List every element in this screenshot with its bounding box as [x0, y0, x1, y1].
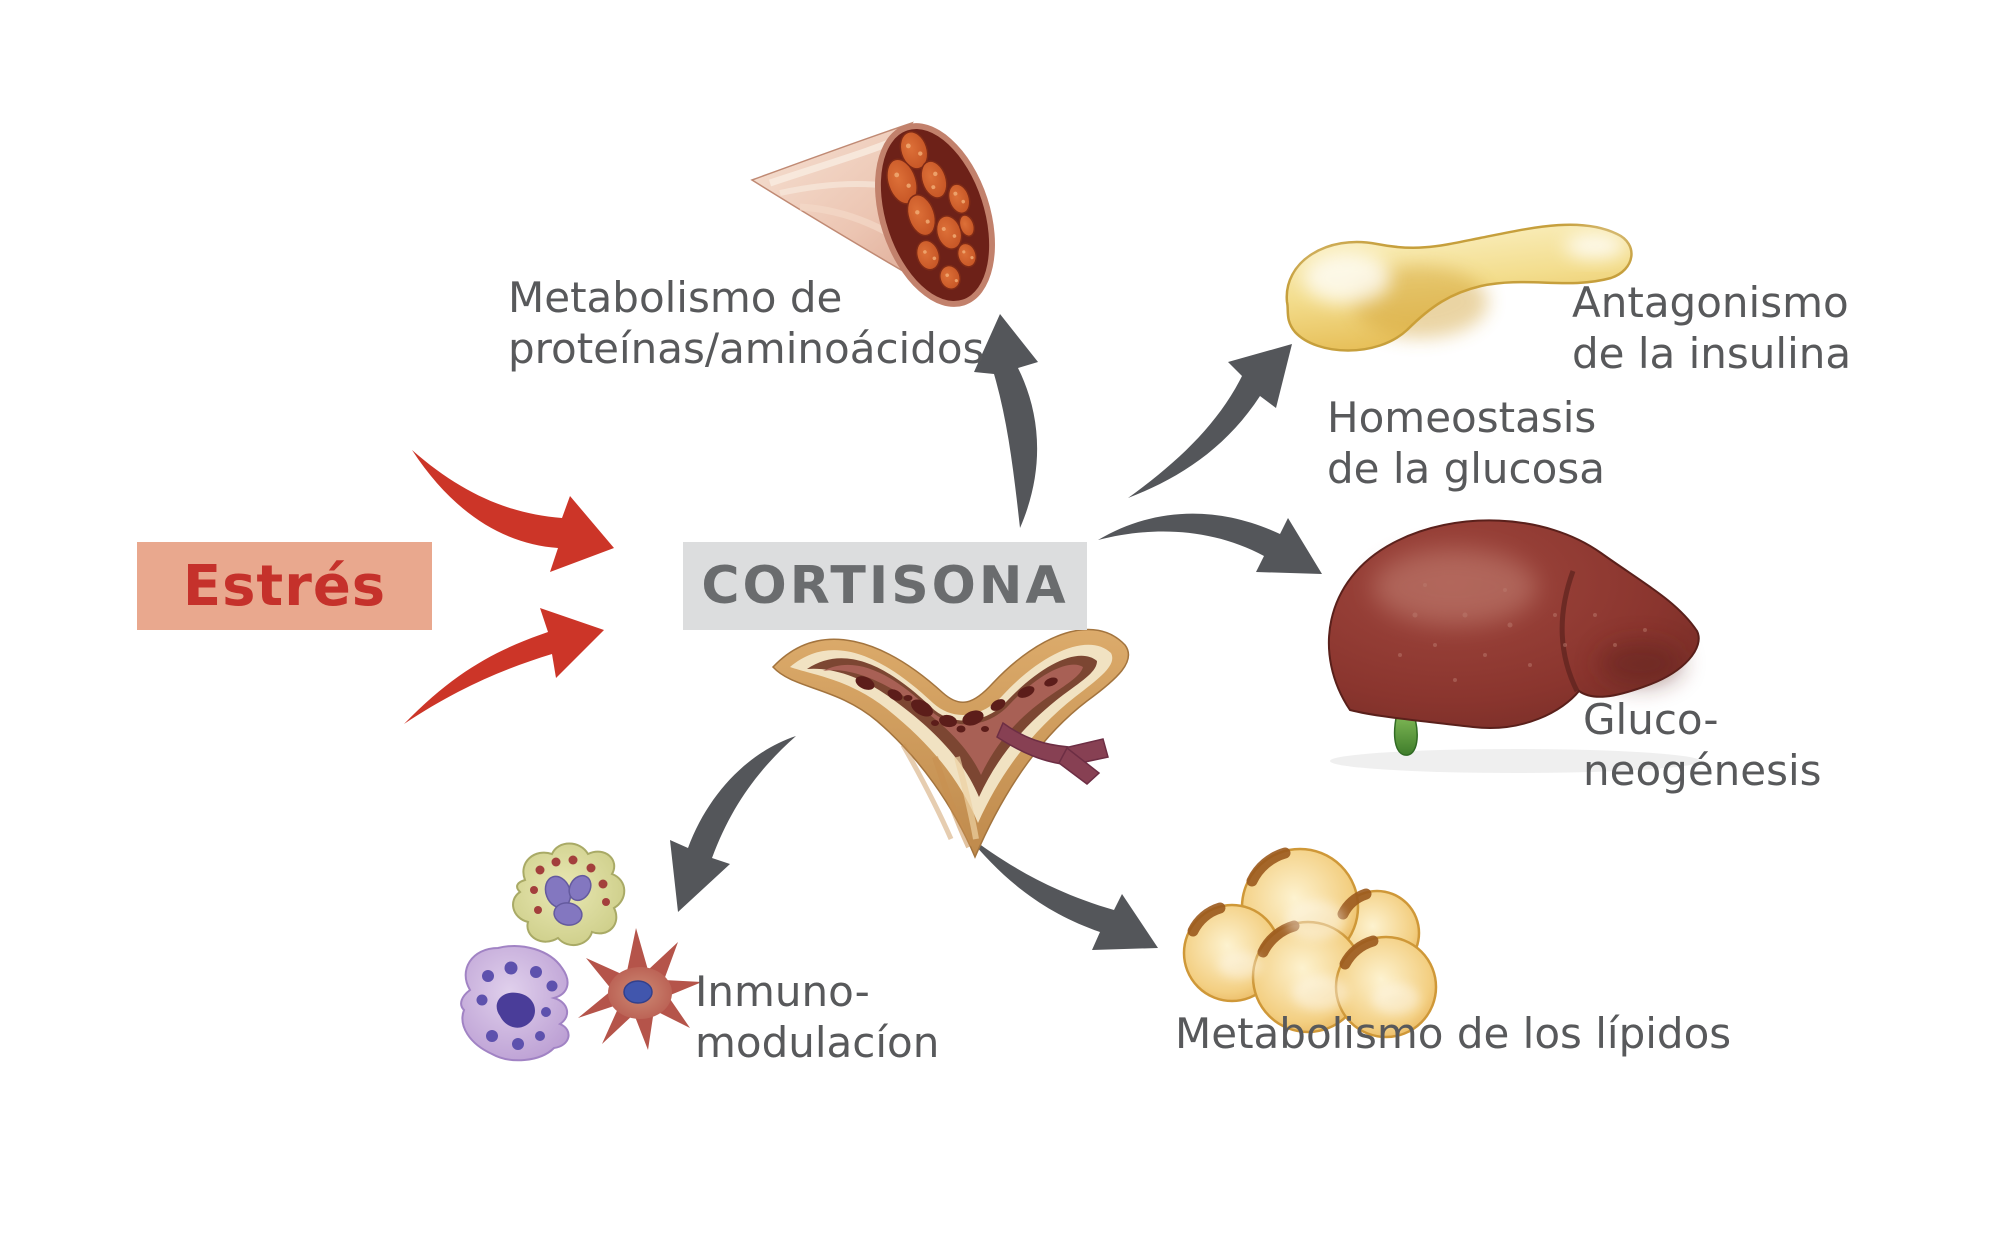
immune-cells-icon [460, 842, 702, 1062]
label-lipid-metabolism: Metabolismo de los lípidos [1175, 1009, 1732, 1058]
label-glucose-homeostasis: Homeostasis de la glucosa [1327, 393, 1605, 493]
fat-cells-icon [1182, 847, 1438, 1039]
arrow-to-immune-cells [670, 736, 796, 912]
pancreas-icon [1285, 223, 1633, 352]
muscle-icon [750, 121, 995, 307]
cortisona-label-box: CORTISONA [683, 542, 1087, 630]
dendritic-cell [578, 928, 702, 1050]
monocyte-cell [460, 945, 570, 1062]
granulocyte-cell [512, 842, 626, 947]
label-insulin-antagonism: Antagonismo de la insulina [1572, 278, 1852, 378]
arrow-to-liver [1098, 513, 1322, 574]
stress-label: Estrés [182, 553, 387, 619]
label-immunomodulation: Inmuno- modulacíon [695, 967, 940, 1067]
label-protein-metabolism: Metabolismo de proteínas/aminoácidos [508, 273, 985, 373]
stress-arrow-upper [412, 450, 614, 572]
arrow-to-fat-cells [966, 834, 1158, 950]
arrow-to-muscle [974, 314, 1038, 528]
arrow-to-pancreas [1128, 344, 1292, 498]
bone-cross-section-icon [771, 628, 1130, 859]
cortisona-label: CORTISONA [701, 556, 1069, 616]
liver-icon [1327, 519, 1700, 773]
label-gluconeogenesis: Gluco- neogénesis [1583, 695, 1822, 795]
stress-label-box: Estrés [137, 542, 432, 630]
stress-arrow-lower [404, 608, 604, 724]
